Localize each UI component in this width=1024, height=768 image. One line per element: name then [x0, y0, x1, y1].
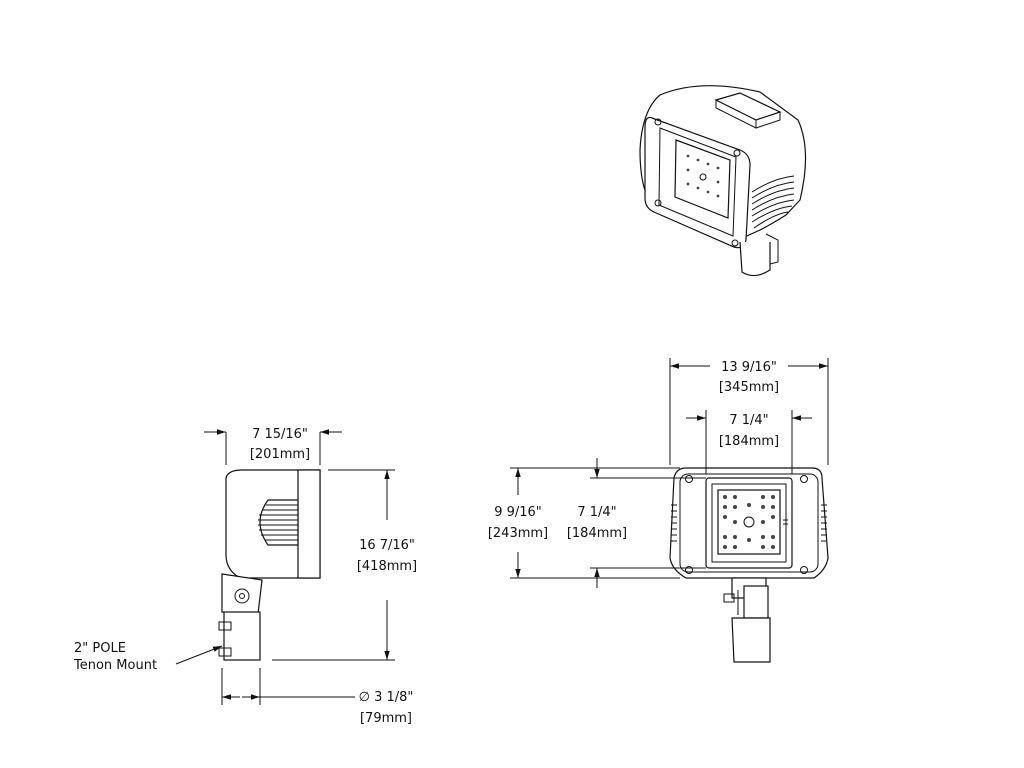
overall-width-in: 13 9/16" [721, 360, 777, 375]
side-view: 7 15/16" [201mm] 16 7/16" [418mm] ∅ 3 1/… [73, 427, 417, 726]
lens-height-in: 7 1/4" [577, 505, 616, 520]
tenon-diameter-in: ∅ 3 1/8" [359, 690, 414, 705]
front-view: 13 9/16" [345mm] 7 1/4" [184mm] 9 9/16" … [488, 358, 829, 663]
side-fins [258, 504, 298, 541]
led-dots-front [723, 495, 775, 549]
overall-height-in: 9 9/16" [494, 505, 542, 520]
overall-height-mm: [243mm] [488, 526, 548, 541]
lens-width-mm: [184mm] [719, 434, 779, 449]
lens-height-mm: [184mm] [567, 526, 627, 541]
front-fins [671, 504, 827, 542]
side-height-in: 16 7/16" [359, 538, 415, 553]
lens-width-in: 7 1/4" [729, 413, 768, 428]
side-width-in: 7 15/16" [252, 427, 308, 442]
tenon-diameter-mm: [79mm] [360, 711, 412, 726]
led-dots-iso [686, 154, 720, 198]
overall-width-mm: [345mm] [719, 380, 779, 395]
cooling-fins-iso [751, 175, 795, 229]
side-height-mm: [418mm] [357, 559, 417, 574]
isometric-view [639, 85, 807, 277]
mount-label-line2: Tenon Mount [73, 658, 157, 673]
mount-label-line1: 2" POLE [74, 641, 126, 656]
side-width-mm: [201mm] [250, 447, 310, 462]
